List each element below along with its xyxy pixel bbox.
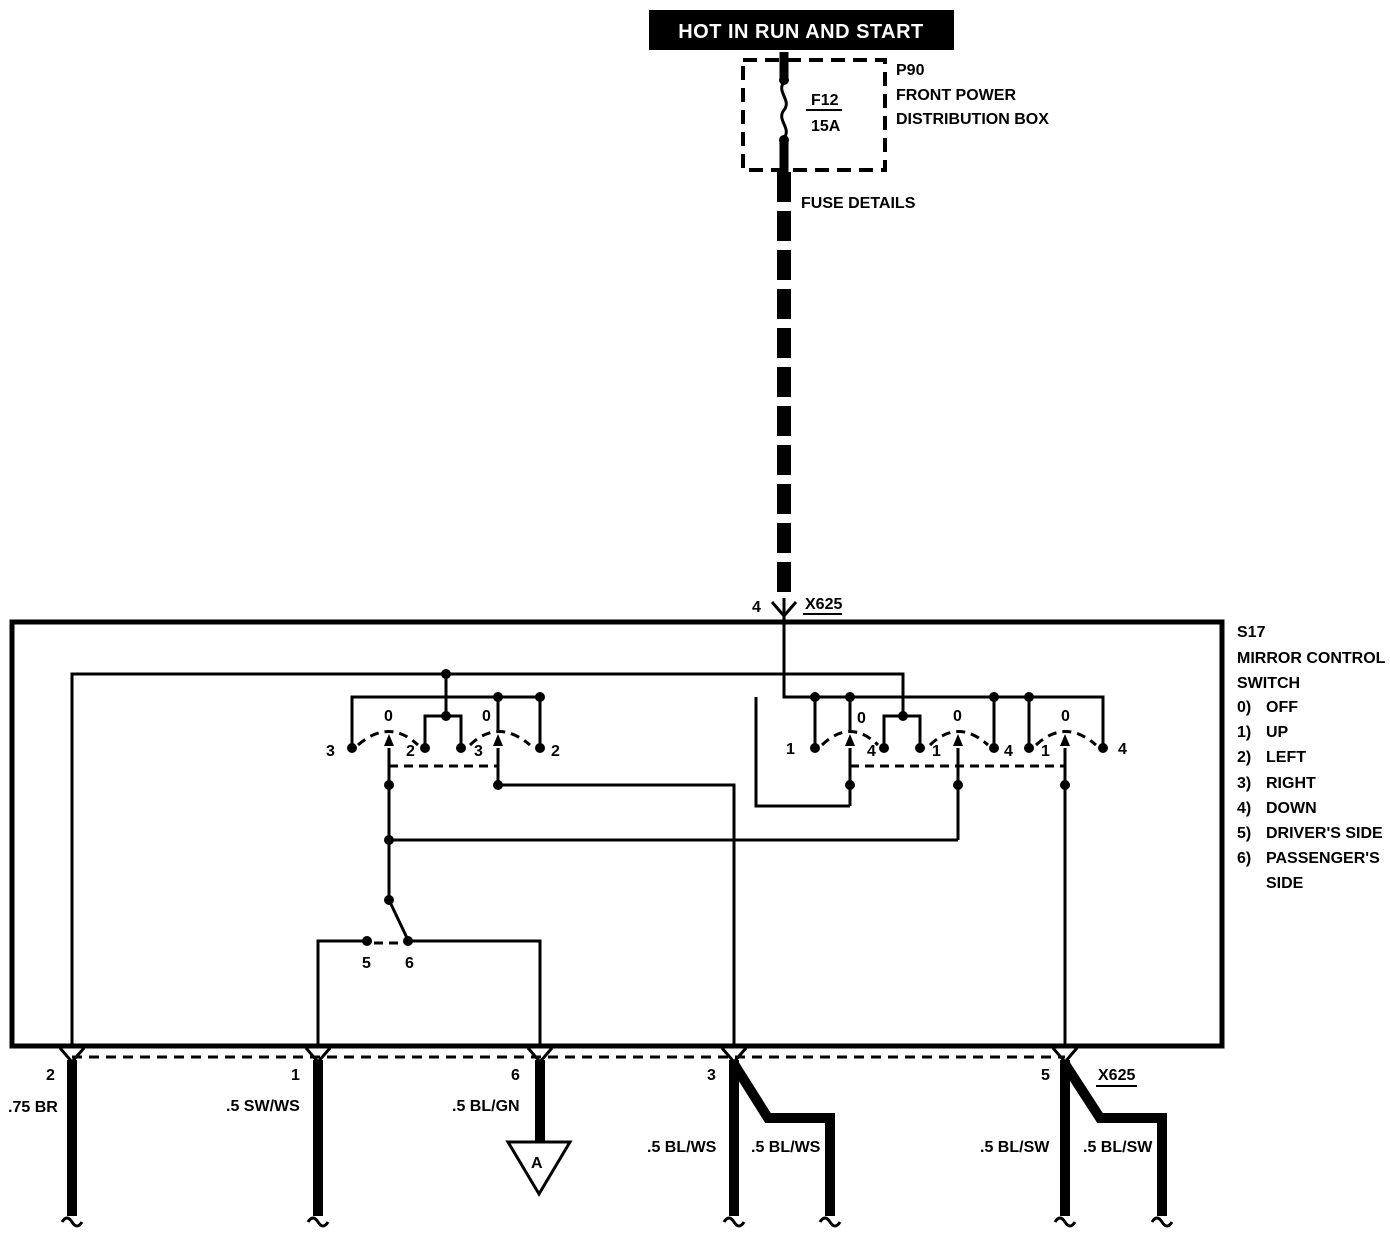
svg-text:4: 4 [1118,741,1127,758]
svg-text:.5 BL/SW: .5 BL/SW [1083,1139,1153,1156]
svg-text:1: 1 [932,743,941,760]
svg-text:2): 2) [1237,749,1251,766]
svg-text:0: 0 [857,710,866,727]
svg-text:0: 0 [1061,708,1070,725]
svg-text:OFF: OFF [1266,699,1298,716]
svg-text:.5 BL/GN: .5 BL/GN [452,1098,520,1115]
wire-continuation-marks [60,1216,1174,1228]
switch-name-line2: SWITCH [1237,675,1300,692]
fuse-box-name-line2: DISTRIBUTION BOX [896,111,1049,128]
svg-text:.5 BL/WS: .5 BL/WS [751,1139,821,1156]
svg-text:5: 5 [362,955,371,972]
svg-text:6: 6 [511,1067,520,1084]
svg-text:1: 1 [1041,743,1050,760]
svg-text:.5 BL/WS: .5 BL/WS [647,1139,717,1156]
svg-text:LEFT: LEFT [1266,749,1306,766]
connector-top-pin: 4 [752,599,761,616]
fuse-details-label: FUSE DETAILS [801,195,916,212]
connector-top-name: X625 [805,596,842,613]
switch-name-line1: MIRROR CONTROL [1237,650,1386,667]
svg-text:UP: UP [1266,724,1289,741]
bottom-connector-name: X625 [1098,1067,1135,1084]
svg-text:0: 0 [482,708,491,725]
svg-text:SIDE: SIDE [1266,875,1304,892]
svg-text:6): 6) [1237,850,1251,867]
switch-mechanical-links [357,730,1097,945]
switch-legend: 0) OFF 1) UP 2) LEFT 3) RIGHT 4) DOWN 5) DRIVE… [1237,699,1383,892]
fuse-symbol [780,81,788,139]
svg-text:3): 3) [1237,775,1251,792]
svg-text:0): 0) [1237,699,1251,716]
switch-housing [9,619,1225,1049]
svg-text:.5 BL/SW: .5 BL/SW [980,1139,1050,1156]
header-box [649,10,954,50]
svg-text:1): 1) [1237,724,1251,741]
svg-text:3: 3 [707,1067,716,1084]
svg-text:.5 SW/WS: .5 SW/WS [226,1098,300,1115]
svg-text:2: 2 [551,743,560,760]
fuse-box-name-line1: FRONT POWER [896,87,1016,104]
ground-reference-triangle [505,1140,573,1197]
svg-text:DOWN: DOWN [1266,800,1317,817]
fuse-box-outline [741,58,887,172]
fuse-rating: 15A [811,118,841,135]
fuse-box-ref: P90 [896,62,925,79]
svg-text:2: 2 [406,743,415,760]
svg-text:RIGHT: RIGHT [1266,775,1316,792]
svg-text:0: 0 [953,708,962,725]
output-wires [58,1047,1167,1216]
svg-text:5: 5 [1041,1067,1050,1084]
svg-text:3: 3 [326,743,335,760]
svg-text:4: 4 [867,743,876,760]
svg-text:.75 BR: .75 BR [8,1099,58,1116]
svg-text:1: 1 [291,1067,300,1084]
ground-reference-label: A [531,1155,543,1172]
switch-ref: S17 [1237,624,1266,641]
svg-text:4): 4) [1237,800,1251,817]
svg-text:4: 4 [1004,743,1013,760]
svg-text:DRIVER'S SIDE: DRIVER'S SIDE [1266,825,1383,842]
pin-labels: 2 .75 BR 1 .5 SW/WS 6 .5 BL/GN 3 .5 BL/W… [8,1067,1153,1156]
switch-contact-labels: 0 3 2 0 3 2 0 1 4 0 1 4 0 1 4 5 6 [326,708,1127,972]
svg-text:6: 6 [405,955,414,972]
svg-text:2: 2 [46,1067,55,1084]
fuse-id: F12 [811,92,839,109]
svg-text:5): 5) [1237,825,1251,842]
svg-text:3: 3 [474,743,483,760]
switch-contact-dots [347,669,1108,946]
svg-text:PASSENGER'S: PASSENGER'S [1266,850,1380,867]
svg-text:0: 0 [384,708,393,725]
header-title: HOT IN RUN AND START [678,21,924,43]
switch-internal-wiring [70,624,1105,1046]
svg-text:1: 1 [786,741,795,758]
